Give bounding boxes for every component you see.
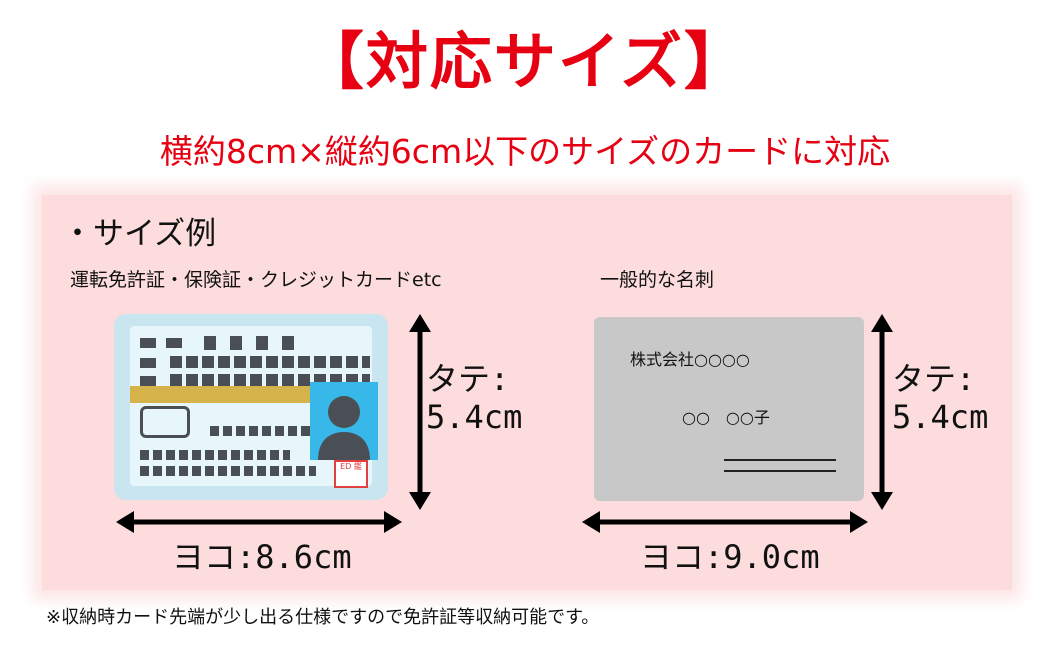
footnote: ※収納時カード先端が少し出る仕様ですので免許証等収納可能です。	[46, 607, 600, 628]
business-card-caption: 一般的な名刺	[600, 269, 715, 291]
license-height-arrow-icon	[409, 314, 431, 510]
business-card-name: ○○ ○○子	[682, 408, 770, 427]
example-heading: ・サイズ例	[62, 216, 217, 252]
business-card-width-label: ヨコ:9.0cm	[640, 538, 820, 576]
id-photo	[310, 382, 378, 460]
business-card-height-caption: タテ:	[892, 360, 976, 398]
person-silhouette-icon	[318, 396, 370, 460]
license-caption: 運転免許証・保険証・クレジットカードetc	[70, 269, 442, 291]
business-card-height-value: 5.4cm	[892, 398, 989, 436]
business-card-line	[724, 470, 836, 472]
license-width-arrow-icon	[116, 511, 402, 533]
business-card-line	[724, 459, 836, 461]
license-gold-band	[130, 386, 310, 403]
seal-stamp-icon: ED 鑑	[334, 460, 368, 488]
license-chip-frame	[140, 406, 190, 438]
page-title: 【対応サイズ】	[301, 25, 749, 98]
business-card-company: 株式会社○○○○	[630, 350, 750, 369]
business-card-height-label: タテ: 5.4cm	[892, 360, 988, 436]
page-subtitle: 横約8cm×縦約6cm以下のサイズのカードに対応	[159, 132, 891, 171]
license-width-label: ヨコ:8.6cm	[172, 538, 352, 576]
license-height-label: タテ: 5.4cm	[426, 360, 522, 436]
business-card-height-arrow-icon	[871, 314, 893, 510]
license-height-caption: タテ:	[426, 360, 510, 398]
business-card-width-arrow-icon	[582, 511, 868, 533]
license-height-value: 5.4cm	[426, 398, 523, 436]
license-card-illustration: ED 鑑	[114, 314, 388, 500]
